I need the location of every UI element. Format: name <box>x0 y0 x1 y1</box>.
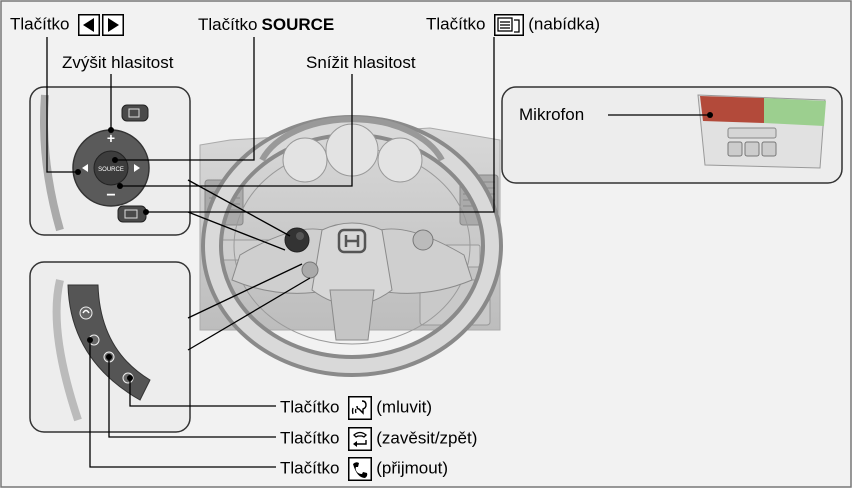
arrows-button-label: Tlačítko <box>10 14 125 36</box>
source-knob-label: SOURCE <box>98 167 124 173</box>
source-label-prefix: Tlačítko <box>198 15 258 34</box>
hangup-label-suffix: (zavěsit/zpět) <box>376 428 478 448</box>
menu-label-prefix: Tlačítko <box>426 14 486 34</box>
volume-down-symbol: − <box>106 187 115 204</box>
talk-icon <box>348 396 373 420</box>
source-label-name: SOURCE <box>261 15 335 34</box>
volume-down-label: Snížit hlasitost <box>306 53 416 72</box>
talk-button-label: Tlačítko (mluvit) <box>280 396 432 420</box>
microphone-label: Mikrofon <box>519 105 585 124</box>
phone-controls-inset <box>29 261 191 433</box>
audio-controls-inset: SOURCE + − <box>29 86 191 236</box>
dpad-right-arrow-icon <box>134 164 140 172</box>
volume-up-symbol: + <box>107 130 115 146</box>
leader-dots <box>75 112 713 381</box>
hangup-back-icon <box>348 427 373 451</box>
dpad-left-arrow-icon <box>82 164 88 172</box>
menu-button-label: Tlačítko (nabídka) <box>426 14 600 36</box>
brand-logo <box>337 228 367 254</box>
right-arrow-icon <box>102 14 125 36</box>
pickup-icon <box>348 457 373 481</box>
pickup-label-prefix: Tlačítko <box>280 458 340 478</box>
hangup-button-label: Tlačítko (zavěsit/zpět) <box>280 427 477 451</box>
microphone-inset <box>501 86 843 184</box>
volume-up-label: Zvýšit hlasitost <box>62 53 174 72</box>
arrows-label-prefix: Tlačítko <box>10 14 70 34</box>
leader-lines <box>46 37 710 468</box>
pickup-label-suffix: (přijmout) <box>376 458 449 478</box>
inset-connectors <box>187 179 311 351</box>
talk-label-suffix: (mluvit) <box>376 397 432 417</box>
left-arrow-icon <box>78 14 101 36</box>
pickup-button-label: Tlačítko (přijmout) <box>280 457 448 481</box>
steering-wheel <box>201 115 503 377</box>
menu-label-suffix: (nabídka) <box>528 14 601 34</box>
hangup-label-prefix: Tlačítko <box>280 428 340 448</box>
menu-icon <box>494 14 525 36</box>
talk-label-prefix: Tlačítko <box>280 397 340 417</box>
